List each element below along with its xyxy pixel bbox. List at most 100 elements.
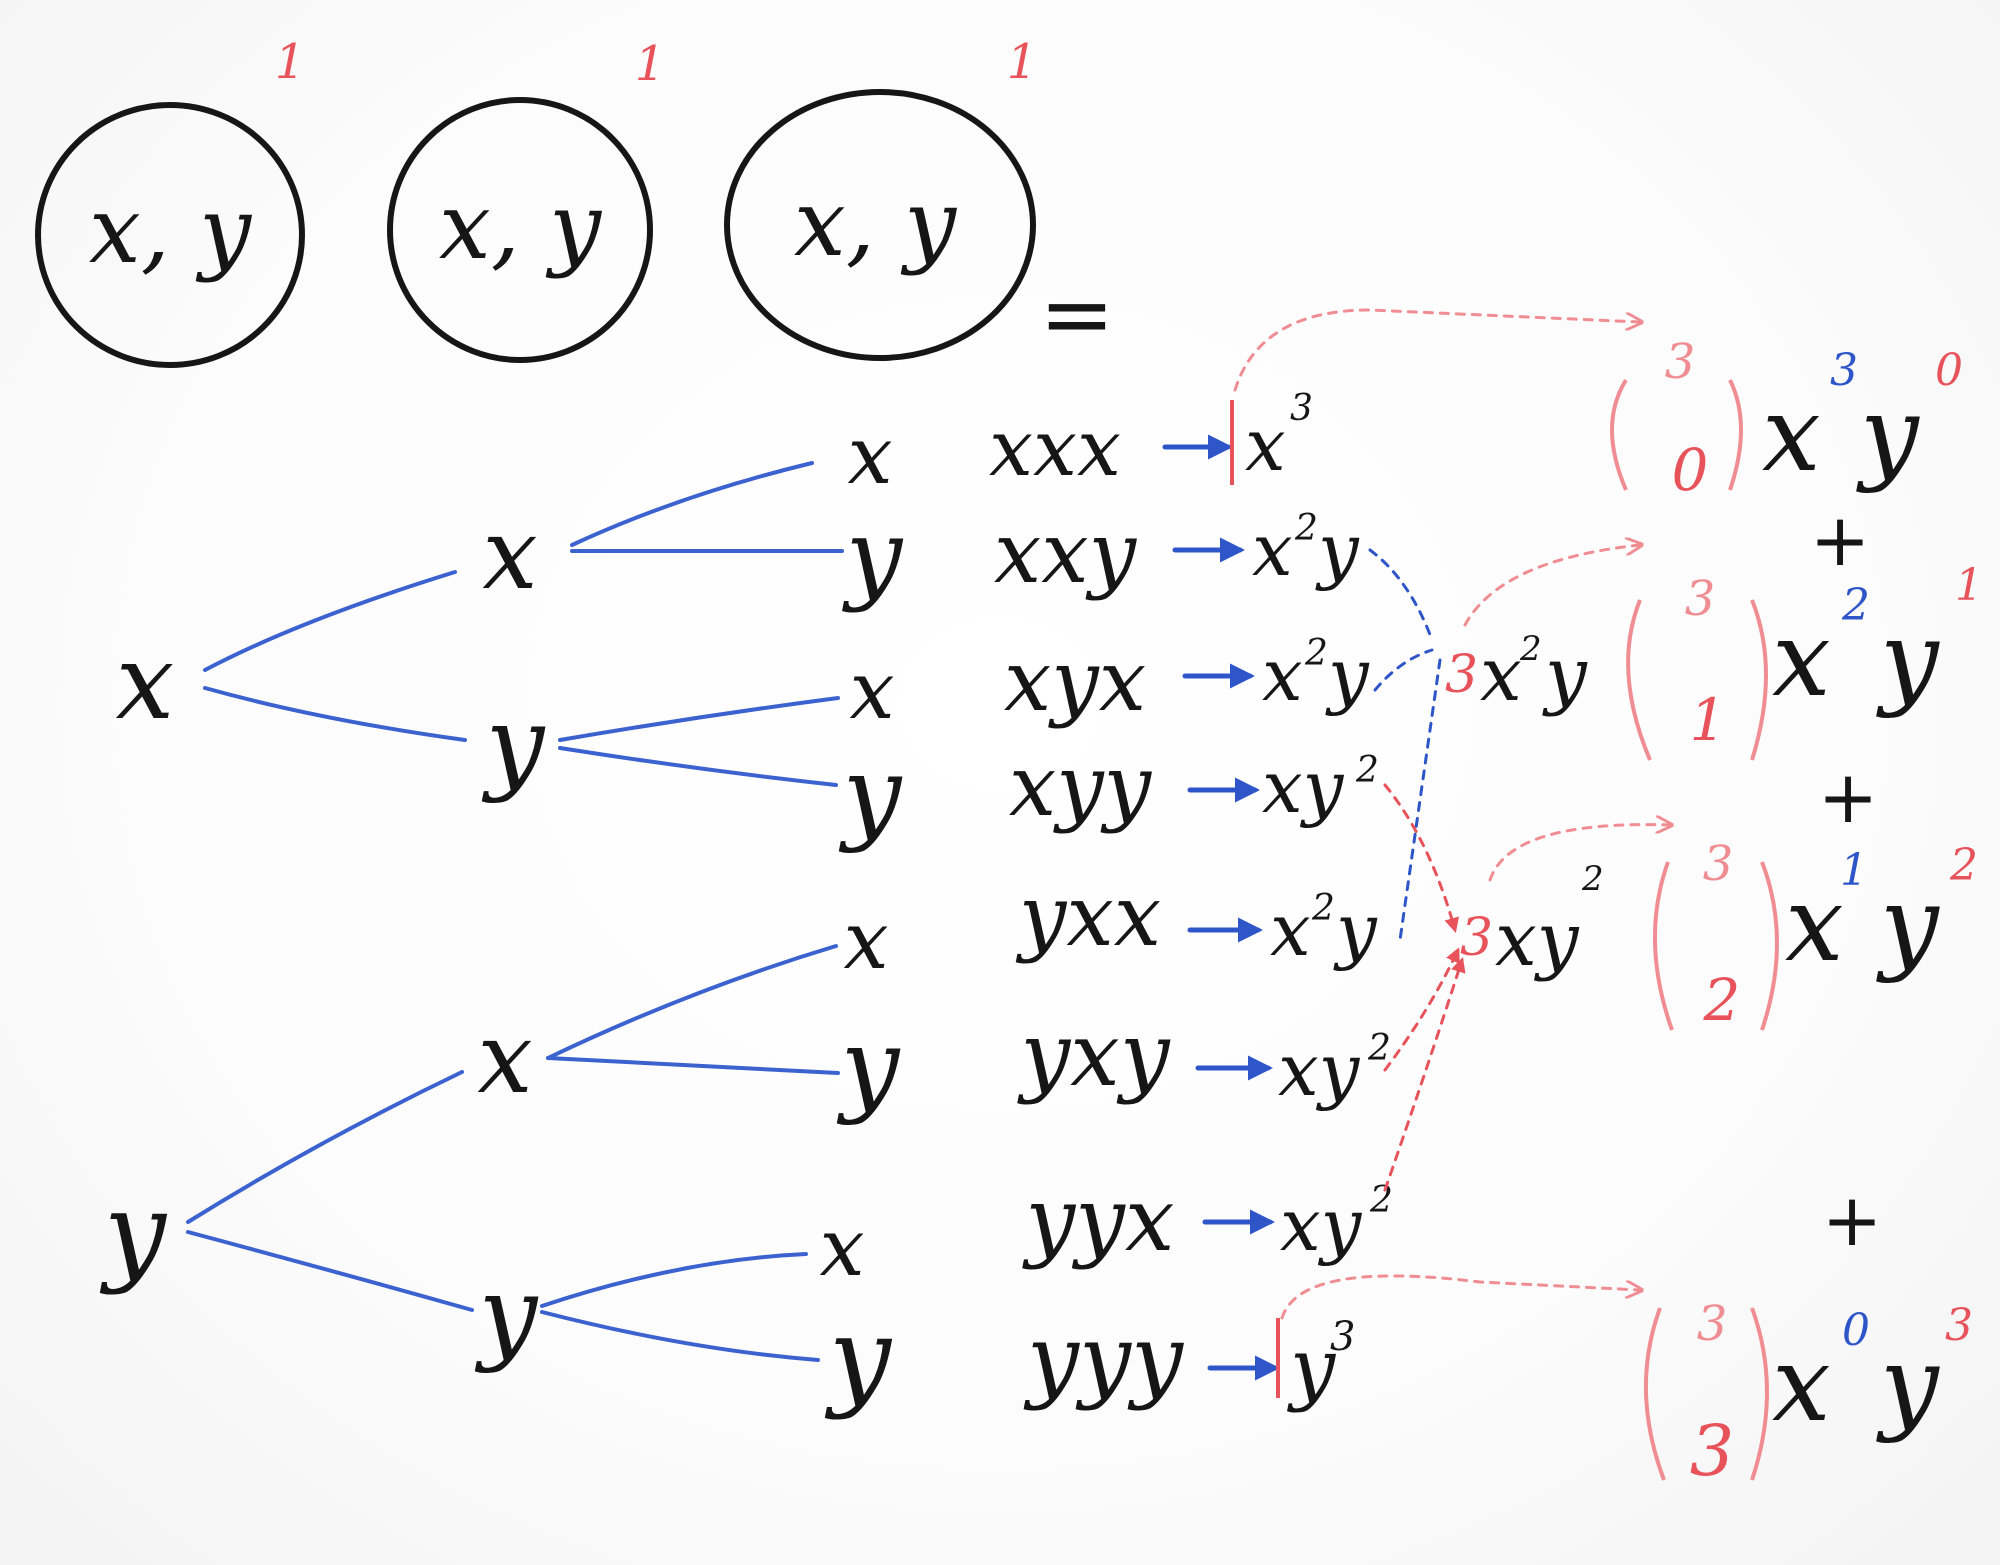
group-line (1383, 947, 1460, 1072)
group-line (1398, 658, 1442, 942)
arrow-to-term-2 (1463, 545, 1640, 627)
monomial-exponent: 3 (1330, 1314, 1355, 1360)
binomial-n: 3 (1685, 571, 1716, 627)
group-tail: y (1542, 632, 1588, 718)
tree-level2-x: x (482, 498, 537, 612)
monomial-row: x 2 y (1270, 888, 1378, 972)
tree-leaf-y: y (837, 1005, 901, 1127)
group-base: xy (1495, 897, 1580, 983)
term-y-exponent: 1 (1955, 560, 1983, 611)
binomial-n: 3 (1665, 334, 1696, 390)
monomial-tail: y (1325, 633, 1370, 717)
factor-2-circle (387, 97, 653, 363)
term-x-exponent: 3 (1830, 345, 1858, 396)
branch-xy-x (558, 696, 840, 742)
tree-leaf-y: y (842, 497, 904, 614)
monomial-row: xy 2 (1278, 1028, 1391, 1112)
factor-1-circle (35, 102, 305, 368)
branch-yy-x (540, 1252, 808, 1308)
factor-3-exponent: 1 (1007, 34, 1038, 90)
paren-left (1653, 861, 1674, 1031)
monomial-exponent: 3 (1290, 388, 1313, 429)
branch-yy-y (540, 1310, 820, 1362)
monomial-exponent: 2 (1311, 888, 1335, 929)
words-column: xxx xxy xyx xyy yxx yxy yyx yyy (989, 404, 1184, 1412)
term-y: y (1876, 863, 1940, 985)
term-x-exponent: 1 (1840, 845, 1868, 896)
term-x: x (1762, 373, 1821, 495)
word-row: xyx (1004, 632, 1146, 730)
branch-xy-y (558, 746, 838, 787)
word-row: yyx (1021, 1168, 1174, 1271)
factor-2-exponent: 1 (635, 36, 666, 92)
monomial-row: xy 2 (1262, 745, 1379, 829)
monomial-row: x 2 y (1262, 633, 1370, 717)
factor-3: x, y 1 (724, 34, 1038, 361)
monomial-row: x 3 (1245, 388, 1313, 487)
word-row: yxy (1016, 1003, 1170, 1106)
paren-left (1626, 599, 1652, 761)
tree-root-x: x (116, 621, 175, 743)
monomial-exponent: 2 (1355, 750, 1379, 791)
monomial-base: x (1262, 633, 1303, 717)
binomial-k: 3 (1690, 1410, 1735, 1492)
term-x-exponent: 0 (1842, 1305, 1870, 1356)
tree-level2-y: y (475, 1253, 539, 1375)
monomial-exponent: 2 (1369, 1180, 1393, 1221)
branch-y-x (186, 1070, 464, 1224)
arrow-to-term-3 (1488, 825, 1670, 882)
group-exponent: 2 (1581, 859, 1604, 899)
arrow-to-term-4 (1280, 1274, 1640, 1320)
factor-2: x, y 1 (387, 36, 666, 363)
monomial-exponent: 2 (1294, 508, 1318, 549)
monomial-base: xy (1262, 745, 1345, 829)
plus-sign: + (1810, 498, 1870, 582)
monomial-tail: y (1333, 888, 1378, 972)
group-line (1368, 548, 1434, 642)
monomial-row: xy 2 (1280, 1180, 1393, 1267)
branch-x-y (203, 686, 467, 742)
word-row: xxy (994, 504, 1138, 602)
binomial-n: 3 (1703, 836, 1734, 892)
term-x: x (1772, 598, 1831, 720)
term-y-exponent: 3 (1945, 1300, 1973, 1351)
binomial-k: 0 (1672, 436, 1709, 504)
term-y-exponent: 0 (1935, 345, 1963, 396)
binomial-k: 1 (1690, 686, 1727, 754)
monomial-row: y 3 (1287, 1314, 1355, 1414)
grouped-term: 3 xy 2 (1460, 859, 1604, 983)
plus-sign: + (1822, 1178, 1882, 1262)
tree-branches (186, 461, 844, 1362)
grouping-connectors (1368, 548, 1466, 1192)
word-row: xxx (989, 404, 1121, 494)
word-arrows (1162, 434, 1280, 1381)
equals-sign: = (1039, 262, 1114, 367)
term-y-exponent: 2 (1949, 840, 1978, 891)
grouped-term: 3 x 2 y (1445, 629, 1588, 718)
branch-y-y (186, 1230, 474, 1312)
arrow-to-term-1 (1233, 308, 1640, 392)
binomial-term-3: 3 2 x 1 y 2 (1653, 836, 1978, 1034)
factor-2-text: x, y (439, 173, 602, 280)
tree-root-y: y (99, 1168, 168, 1296)
binomial-n: 3 (1697, 1296, 1728, 1352)
binomial-term-2: 3 1 x 2 y 1 (1626, 560, 1983, 761)
tree-level2-x: x (477, 1002, 532, 1116)
group-line (1373, 648, 1434, 692)
term-x: x (1772, 1323, 1831, 1445)
monomial-base: xy (1280, 1183, 1363, 1267)
monomial-base: x (1245, 403, 1286, 487)
binomial-term-1: 3 0 x 3 y 0 (1610, 334, 1963, 504)
monomial-exponent: 2 (1367, 1028, 1391, 1069)
term-x-exponent: 2 (1841, 580, 1870, 631)
word-row: xyy (1009, 737, 1153, 835)
branch-x-x (203, 570, 457, 672)
tree-leaf-x: x (849, 644, 894, 737)
branch-yx-x (546, 944, 838, 1060)
paren-right (1750, 1307, 1769, 1481)
word-row: yyy (1023, 1305, 1184, 1412)
group-line (1383, 783, 1460, 933)
word-row: yxx (1015, 867, 1161, 965)
binomial-term-4: 3 3 x 0 y 3 (1644, 1296, 1973, 1492)
